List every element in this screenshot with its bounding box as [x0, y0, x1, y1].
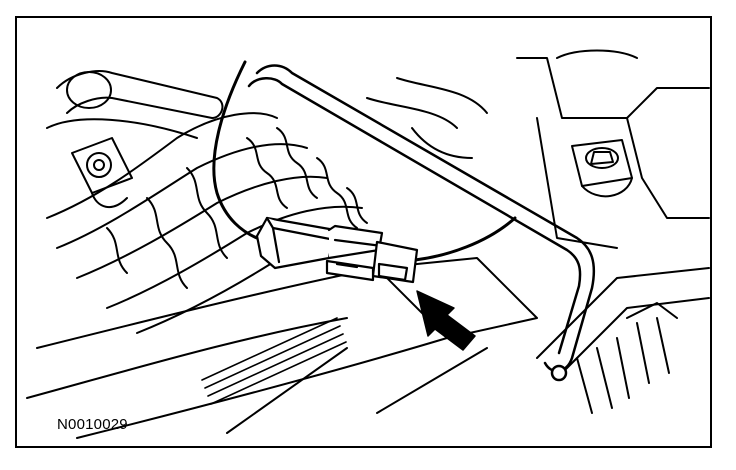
bolt-left: [71, 137, 133, 208]
wiring-harness: [212, 60, 517, 262]
illustration-frame: N0010029: [15, 16, 712, 448]
metal-bracket: [247, 64, 596, 382]
housing-upper-right: [516, 49, 710, 249]
engine-bay-illustration: [26, 49, 710, 439]
electrical-connector: [255, 216, 419, 284]
bolt-right: [571, 139, 633, 198]
figure-code: N0010029: [57, 416, 128, 433]
hose-upper-left: [46, 70, 224, 139]
engine-cover: [26, 257, 538, 439]
arrow-pointing-to-connector-icon: [416, 290, 476, 351]
part-stamp: [201, 317, 347, 405]
housing-lower-right: [536, 267, 710, 414]
